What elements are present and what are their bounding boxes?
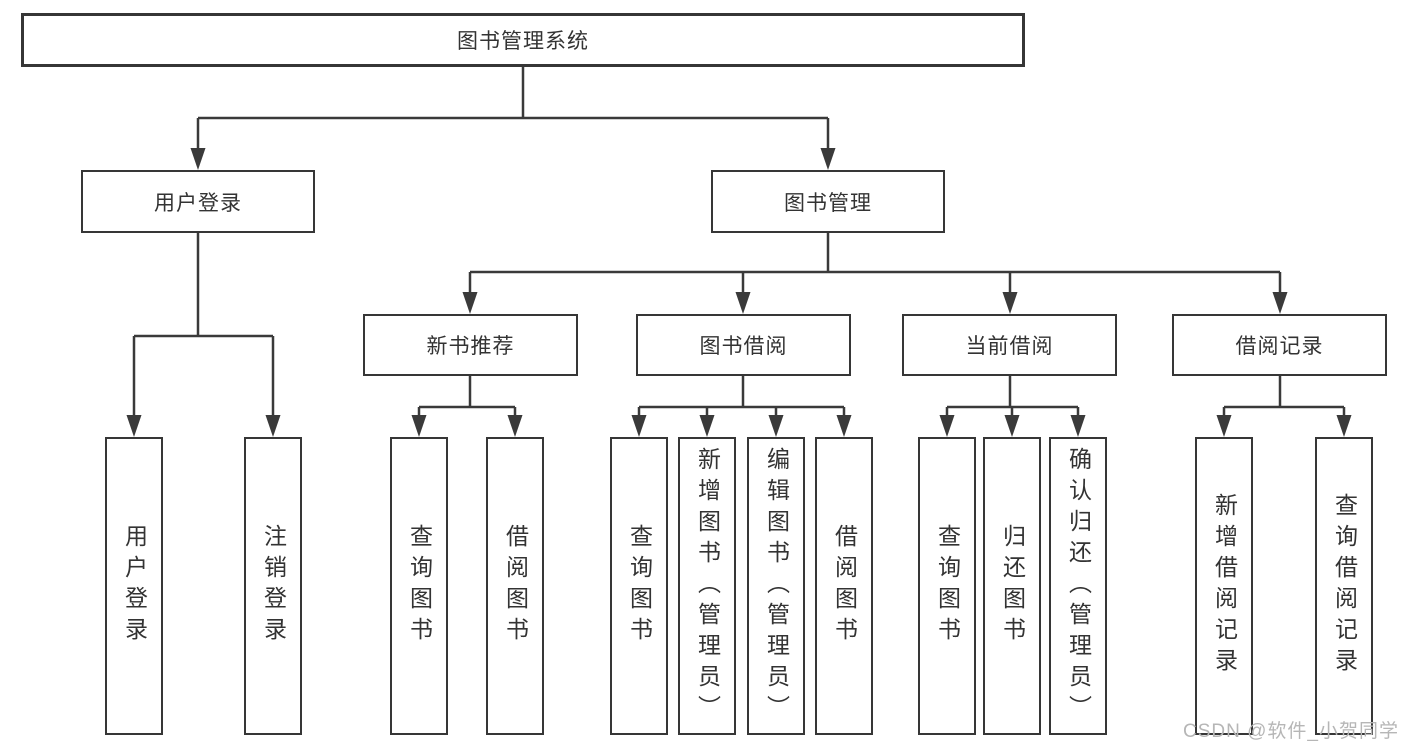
node-label: 借阅图书 (831, 524, 858, 648)
leaf-query-books-current: 查询图书 (918, 437, 976, 735)
leaf-confirm-return-admin: 确认归还（管理员） (1049, 437, 1107, 735)
leaf-add-books-admin: 新增图书（管理员） (678, 437, 736, 735)
arrowheads (126, 148, 1352, 437)
leaf-borrow-books-recommend: 借阅图书 (486, 437, 544, 735)
node-label: 用户登录 (121, 524, 148, 648)
node-label: 查询图书 (626, 524, 653, 648)
node-label: 归还图书 (999, 524, 1026, 648)
node-new-book-recommend: 新书推荐 (363, 314, 578, 376)
node-label: 编辑图书（管理员） (763, 446, 790, 726)
node-label: 图书管理系统 (457, 30, 589, 53)
node-label: 图书借阅 (699, 335, 788, 358)
leaf-query-borrow-record: 查询借阅记录 (1315, 437, 1373, 735)
node-borrow-records: 借阅记录 (1172, 314, 1387, 376)
node-label: 新增借阅记录 (1211, 493, 1238, 679)
node-book-borrow: 图书借阅 (636, 314, 851, 376)
node-library-management-system: 图书管理系统 (21, 13, 1025, 67)
node-label: 借阅记录 (1235, 335, 1324, 358)
node-label: 注销登录 (260, 524, 287, 648)
connector-paths (132, 67, 1346, 417)
node-label: 查询图书 (406, 524, 433, 648)
node-user-login: 用户登录 (81, 170, 315, 233)
leaf-user-login: 用户登录 (105, 437, 163, 735)
leaf-add-borrow-record: 新增借阅记录 (1195, 437, 1253, 735)
leaf-query-books-borrow: 查询图书 (610, 437, 668, 735)
leaf-logout: 注销登录 (244, 437, 302, 735)
node-label: 当前借阅 (965, 335, 1054, 358)
leaf-edit-books-admin: 编辑图书（管理员） (747, 437, 805, 735)
leaf-query-books-recommend: 查询图书 (390, 437, 448, 735)
node-label: 图书管理 (784, 191, 872, 215)
node-label: 借阅图书 (502, 524, 529, 648)
node-label: 新书推荐 (426, 335, 515, 358)
node-label: 新增图书（管理员） (694, 446, 721, 726)
node-current-borrow: 当前借阅 (902, 314, 1117, 376)
node-label: 确认归还（管理员） (1065, 446, 1092, 726)
node-label: 查询图书 (934, 524, 961, 648)
node-label: 用户登录 (154, 191, 242, 215)
node-book-management: 图书管理 (711, 170, 945, 233)
node-label: 查询借阅记录 (1331, 493, 1358, 679)
leaf-return-books: 归还图书 (983, 437, 1041, 735)
leaf-borrow-books: 借阅图书 (815, 437, 873, 735)
csdn-watermark: CSDN @软件_小贺同学 (1183, 721, 1399, 742)
